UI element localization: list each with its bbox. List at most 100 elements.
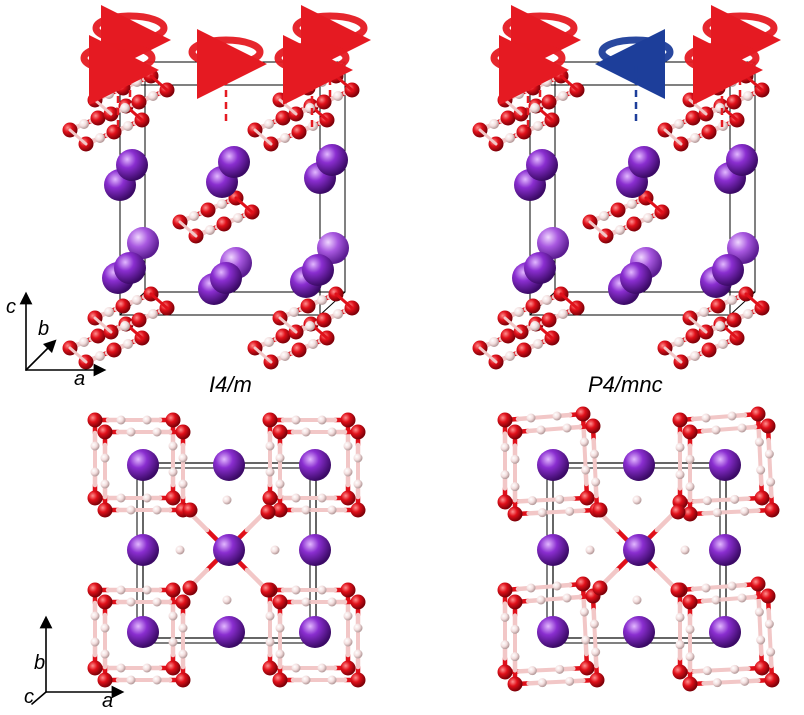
- light-atom: [265, 637, 275, 647]
- light-atom: [702, 496, 712, 506]
- light-atom: [148, 309, 158, 319]
- axis-label-c-bottom: c: [24, 686, 34, 708]
- light-atom: [126, 505, 136, 515]
- rotation-arrow-band: [80, 42, 156, 74]
- oxygen-atom: [701, 124, 717, 140]
- oxygen-atom: [541, 94, 557, 110]
- rotation-arrow-band: [684, 42, 760, 74]
- light-atom: [168, 467, 178, 477]
- light-atom: [104, 89, 114, 99]
- light-atom: [148, 91, 158, 101]
- light-atom: [510, 652, 520, 662]
- bond: [757, 440, 763, 472]
- light-atom: [533, 339, 543, 349]
- light-atom: [489, 119, 499, 129]
- oxygen-atom: [97, 502, 113, 518]
- oxygen-atom: [350, 672, 366, 688]
- oxygen-atom: [90, 110, 106, 126]
- potassium-atom: [114, 252, 146, 284]
- bond: [744, 292, 764, 310]
- light-atom: [178, 479, 188, 489]
- light-atom: [552, 411, 562, 421]
- oxygen-atom: [106, 342, 122, 358]
- oxygen-atom: [175, 594, 191, 610]
- oxygen-atom: [497, 582, 513, 598]
- light-atom: [95, 133, 105, 143]
- light-atom: [90, 441, 100, 451]
- light-atom: [189, 211, 199, 221]
- light-atom: [632, 595, 642, 605]
- oxygen-atom: [97, 424, 113, 440]
- oxygen-atom: [275, 110, 291, 126]
- potassium-atom: [526, 149, 558, 181]
- bond: [757, 610, 763, 642]
- oxygen-atom: [291, 124, 307, 140]
- light-atom: [142, 585, 152, 595]
- light-atom: [505, 133, 515, 143]
- oxygen-atom: [589, 672, 605, 688]
- oxygen-atom: [340, 582, 356, 598]
- oxygen-atom: [272, 502, 288, 518]
- light-atom: [265, 441, 275, 451]
- oxygen-atom: [507, 594, 523, 610]
- light-atom: [327, 597, 337, 607]
- oxygen-atom: [750, 576, 766, 592]
- oxygen-atom: [131, 312, 147, 328]
- light-atom: [599, 211, 609, 221]
- light-atom: [500, 470, 510, 480]
- light-atom: [291, 585, 301, 595]
- potassium-atom: [127, 449, 159, 481]
- oxygen-atom: [670, 504, 686, 520]
- light-atom: [289, 307, 299, 317]
- light-atom: [142, 493, 152, 503]
- bond: [559, 292, 579, 310]
- light-atom: [104, 307, 114, 317]
- oxygen-atom: [165, 582, 181, 598]
- light-atom: [178, 623, 188, 633]
- light-atom: [685, 652, 695, 662]
- light-atom: [152, 675, 162, 685]
- oxygen-atom: [497, 412, 513, 428]
- oxygen-atom: [165, 412, 181, 428]
- light-atom: [327, 505, 337, 515]
- light-atom: [712, 508, 722, 518]
- bond: [715, 509, 747, 515]
- light-atom: [168, 637, 178, 647]
- light-atom: [581, 635, 591, 645]
- bond: [149, 292, 169, 310]
- light-atom: [585, 545, 595, 555]
- light-atom: [537, 678, 547, 688]
- oxygen-atom: [340, 490, 356, 506]
- light-atom: [116, 663, 126, 673]
- rotation-arrow-band: [92, 12, 168, 44]
- light-atom: [675, 470, 685, 480]
- bond: [478, 128, 498, 146]
- potassium-atom: [302, 254, 334, 286]
- light-atom: [526, 583, 536, 593]
- light-atom: [178, 453, 188, 463]
- light-atom: [581, 465, 591, 475]
- oxygen-atom: [262, 660, 278, 676]
- oxygen-atom: [87, 582, 103, 598]
- light-atom: [301, 675, 311, 685]
- light-atom: [730, 664, 740, 674]
- light-atom: [514, 89, 524, 99]
- light-atom: [562, 593, 572, 603]
- oxygen-atom: [507, 506, 523, 522]
- light-atom: [562, 423, 572, 433]
- bond: [592, 622, 598, 654]
- light-atom: [542, 77, 552, 87]
- light-atom: [79, 337, 89, 347]
- light-atom: [168, 441, 178, 451]
- light-atom: [79, 119, 89, 129]
- axis-label-b-bottom: b: [34, 652, 46, 674]
- light-atom: [175, 545, 185, 555]
- oxygen-atom: [754, 660, 770, 676]
- light-atom: [737, 423, 747, 433]
- light-atom: [690, 351, 700, 361]
- light-atom: [205, 225, 215, 235]
- light-atom: [632, 495, 642, 505]
- light-atom: [305, 103, 315, 113]
- potassium-atom: [299, 616, 331, 648]
- bond: [334, 292, 354, 310]
